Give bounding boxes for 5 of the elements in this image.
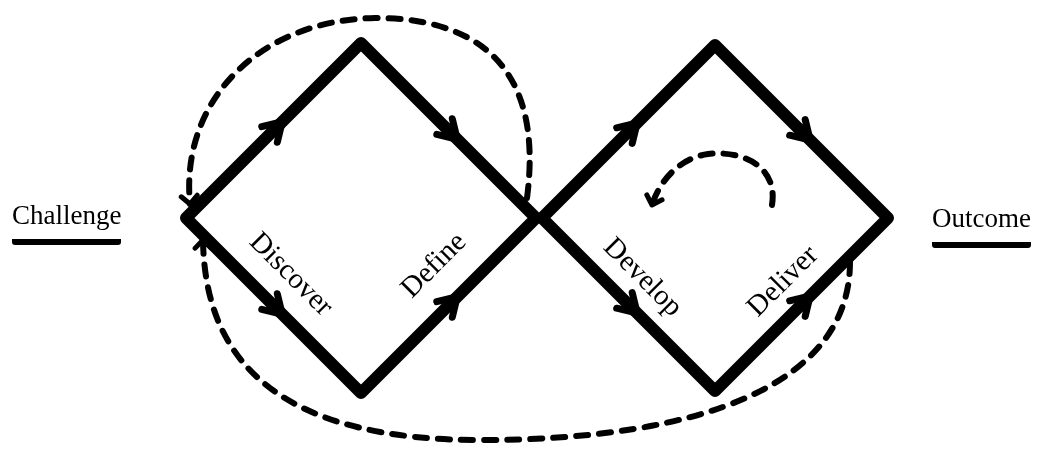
dashed-arrow [644,150,776,208]
underlined-heading: Outcome [932,203,1031,248]
dashed-arrow [179,15,533,207]
underlined-heading: Challenge [12,200,122,245]
dashed-arrow [193,237,853,443]
